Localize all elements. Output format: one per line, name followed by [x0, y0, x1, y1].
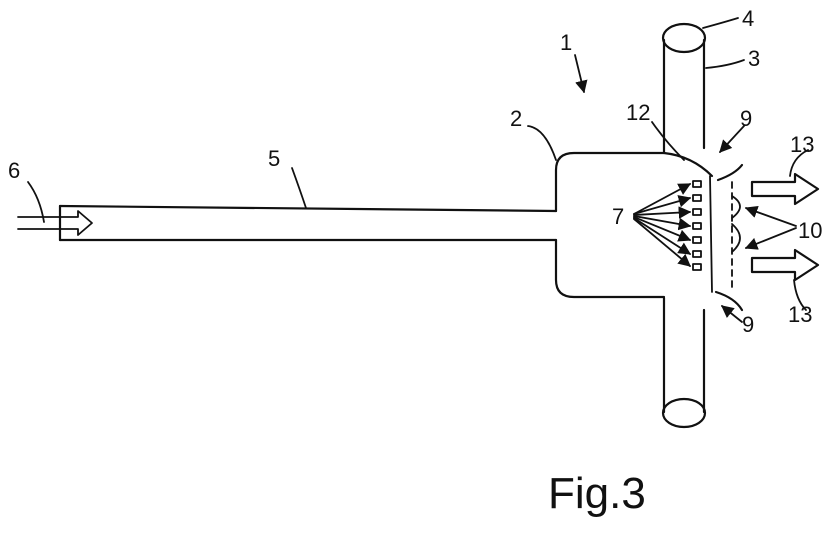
leader-13-bottom — [793, 279, 807, 311]
pipe-bottom-end — [661, 397, 707, 429]
chamber-body — [554, 151, 666, 299]
leader-12 — [651, 121, 685, 161]
chamber-front-wall — [709, 175, 713, 293]
outlet-flow-arrow-top — [750, 172, 820, 206]
pipe-top-end — [661, 22, 707, 54]
emitter — [692, 194, 702, 202]
leader-5 — [291, 167, 307, 209]
emitter — [692, 263, 702, 271]
emitter — [692, 236, 702, 244]
emitter — [692, 250, 702, 258]
outlet-wall-bottom — [714, 290, 744, 312]
outlet-flow-arrow-bottom — [750, 248, 820, 282]
label-10: 10 — [798, 218, 822, 243]
lens-top — [731, 195, 741, 219]
label-13-top: 13 — [790, 132, 814, 157]
leader-9-top — [719, 125, 745, 153]
leader-3 — [705, 59, 745, 69]
label-12: 12 — [626, 100, 650, 125]
leader-4 — [702, 17, 739, 29]
leader-10-b — [744, 227, 797, 250]
horizontal-tube — [58, 204, 558, 242]
emitter-pointer-arrows — [633, 183, 692, 267]
emitter — [692, 180, 702, 188]
label-4: 4 — [742, 6, 754, 31]
leader-9-bottom — [721, 305, 743, 323]
label-6: 6 — [8, 158, 20, 183]
label-3: 3 — [748, 46, 760, 71]
inlet-flow-arrow — [17, 210, 93, 236]
leader-13-top — [789, 149, 809, 177]
label-5: 5 — [268, 146, 280, 171]
emitter — [692, 222, 702, 230]
label-1: 1 — [560, 30, 572, 55]
vertical-pipe — [662, 38, 706, 414]
lens-bottom — [731, 223, 741, 253]
emitter-array — [692, 180, 702, 271]
outlet-curve — [662, 151, 714, 178]
emitter — [692, 208, 702, 216]
label-13-bottom: 13 — [788, 302, 812, 327]
label-9-bottom: 9 — [742, 312, 754, 337]
figure-caption: Fig.3 — [548, 469, 646, 518]
leader-6 — [27, 181, 45, 223]
leader-1 — [574, 54, 588, 94]
label-9-top: 9 — [740, 106, 752, 131]
label-7: 7 — [612, 204, 624, 229]
label-2: 2 — [510, 106, 522, 131]
leader-2 — [527, 125, 557, 161]
leader-10-a — [744, 205, 797, 227]
outlet-wall-top — [716, 163, 744, 182]
